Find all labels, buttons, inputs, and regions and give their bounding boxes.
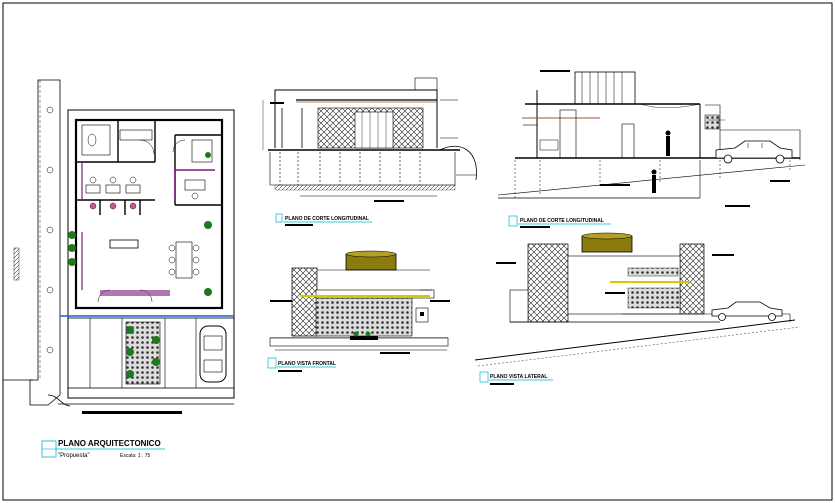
side-elevation: PLANO VISTA LATERAL bbox=[474, 232, 801, 385]
side-elevation-title: PLANO VISTA LATERAL bbox=[490, 374, 547, 380]
stone-pillar bbox=[291, 267, 318, 337]
terrace-edge bbox=[100, 290, 170, 296]
view-label-long: PLANO DE CORTE LONGITUDINAL bbox=[275, 213, 372, 226]
car-icon bbox=[711, 301, 783, 321]
level-marker bbox=[270, 99, 458, 139]
living-table bbox=[109, 239, 139, 249]
person-icon bbox=[651, 169, 657, 193]
car-icon bbox=[715, 140, 793, 164]
house-walls bbox=[74, 118, 224, 310]
stone-pillar bbox=[527, 243, 569, 323]
person-icon bbox=[665, 130, 671, 156]
view-label-trans: PLANO DE CORTE LONGITUDINAL bbox=[508, 215, 611, 228]
plant-icon bbox=[353, 331, 371, 337]
trans-section-title: PLANO DE CORTE LONGITUDINAL bbox=[520, 218, 604, 224]
plan-title-block: PLANO ARQUITECTONICO "Propuesta" Escala:… bbox=[41, 439, 165, 459]
transversal-section: PLANO DE CORTE LONGITUDINAL bbox=[497, 70, 806, 228]
street-label-block bbox=[13, 247, 20, 281]
car-icon bbox=[199, 325, 227, 383]
lot-boundary bbox=[67, 109, 235, 399]
plan-dimension-text bbox=[82, 411, 182, 414]
floor-plan: PLANO ARQUITECTONICO "Propuesta" Escala:… bbox=[3, 79, 235, 459]
front-elevation: PLANO VISTA FRONTAL bbox=[267, 250, 450, 372]
plan-subtitle: "Propuesta" bbox=[58, 453, 90, 459]
garden-strip bbox=[125, 321, 161, 385]
plan-title: PLANO ARQUITECTONICO bbox=[58, 439, 161, 448]
dining-set bbox=[168, 241, 200, 279]
view-label-side: PLANO VISTA LATERAL bbox=[479, 371, 553, 385]
plan-scale: Escala: 1 : 75 bbox=[120, 453, 151, 459]
long-section-title: PLANO DE CORTE LONGITUDINAL bbox=[285, 216, 369, 222]
office-desks bbox=[85, 176, 206, 210]
street-tree-row bbox=[46, 106, 54, 354]
view-label-front: PLANO VISTA FRONTAL bbox=[267, 357, 336, 372]
plant-icon bbox=[68, 152, 212, 296]
front-elevation-title: PLANO VISTA FRONTAL bbox=[278, 361, 336, 367]
longitudinal-section: PLANO DE CORTE LONGITUDINAL bbox=[262, 77, 477, 226]
